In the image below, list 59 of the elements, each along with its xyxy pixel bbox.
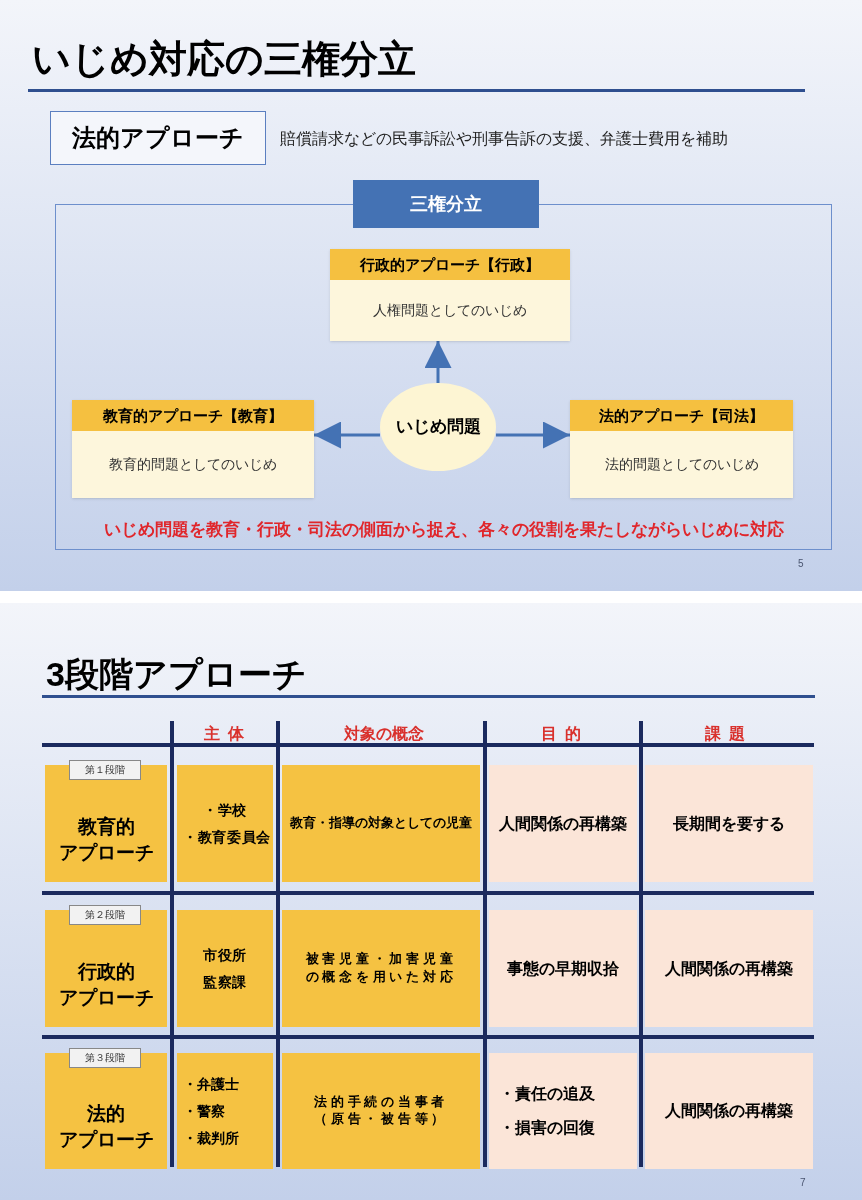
summary-note: いじめ問題を教育・行政・司法の側面から捉え、各々の役割を果たしながらいじめに対応 bbox=[102, 519, 785, 541]
cell-text: ・損害の回復 bbox=[499, 1118, 595, 1138]
page-number: 7 bbox=[800, 1176, 806, 1190]
cell-text: 法的手続の当事者（原告・被告等） bbox=[313, 1093, 449, 1128]
heading-box bbox=[50, 111, 266, 165]
slide-title: いじめ対応の三権分立 bbox=[32, 40, 416, 78]
cell-text: 教育・指導の対象としての児童 bbox=[290, 814, 472, 833]
table-cell bbox=[282, 910, 480, 1027]
approach-card bbox=[330, 249, 570, 341]
column-header: 目的 bbox=[540, 724, 590, 744]
stage-name: 法的アプローチ bbox=[57, 1102, 155, 1152]
stage-tag: 第２段階 bbox=[69, 905, 141, 925]
cell-text: 市役所 bbox=[201, 945, 249, 965]
card-body: 教育的問題としてのいじめ bbox=[108, 455, 278, 474]
cell-text: ・警察 bbox=[183, 1101, 226, 1121]
table-cell bbox=[645, 765, 813, 882]
table-cell bbox=[489, 910, 637, 1027]
cell-text: 人間関係の再構築 bbox=[665, 1101, 793, 1121]
card-heading: 教育的アプローチ【教育】 bbox=[72, 400, 314, 431]
cell-text: 長期間を要する bbox=[673, 813, 785, 834]
table-cell bbox=[645, 1053, 813, 1169]
page-number: 5 bbox=[798, 557, 804, 571]
cell-text: ・裁判所 bbox=[183, 1128, 240, 1148]
approach-card bbox=[570, 400, 793, 498]
approach-card bbox=[72, 400, 314, 498]
description-text: 賠償請求などの民事訴訟や刑事告訴の支援、弁護士費用を補助 bbox=[280, 129, 728, 149]
stage-tag: 第３段階 bbox=[69, 1048, 141, 1068]
card-body: 人権問題としてのいじめ bbox=[372, 301, 528, 320]
table-cell bbox=[177, 765, 273, 882]
table-cell bbox=[282, 765, 480, 882]
cell-text: 人間関係の再構築 bbox=[665, 958, 793, 979]
cell-text: 人間関係の再構築 bbox=[499, 813, 627, 834]
table-cell bbox=[489, 765, 637, 882]
arrow bbox=[424, 341, 452, 383]
table-cell bbox=[489, 1053, 637, 1169]
cell-text: ・責任の追及 bbox=[499, 1084, 595, 1104]
stage-name: 行政的アプローチ bbox=[57, 959, 155, 1010]
cell-text: ・弁護士 bbox=[183, 1074, 240, 1094]
stage-tag: 第１段階 bbox=[69, 760, 141, 780]
slide-title: 3段階アプローチ bbox=[46, 657, 307, 691]
cell-text: 被害児童・加害児童の概念を用いた対応 bbox=[304, 951, 458, 986]
column-header: 主体 bbox=[202, 724, 253, 744]
card-heading: 法的アプローチ【司法】 bbox=[570, 400, 793, 431]
card-heading: 行政的アプローチ【行政】 bbox=[330, 249, 570, 280]
heading-text: 法的アプローチ bbox=[72, 123, 244, 153]
arrow bbox=[496, 421, 570, 449]
stage-name: 教育的アプローチ bbox=[57, 814, 155, 865]
heading-tab: 三権分立 bbox=[353, 180, 539, 228]
card-body: 法的問題としてのいじめ bbox=[603, 455, 760, 474]
table-cell bbox=[177, 910, 273, 1027]
column-header: 対象の概念 bbox=[342, 724, 425, 744]
arrow bbox=[314, 421, 380, 449]
cell-text: 事態の早期収拾 bbox=[507, 958, 619, 979]
table-cell bbox=[645, 910, 813, 1027]
cell-text: ・学校 bbox=[201, 800, 249, 820]
cell-text: 監察課 bbox=[201, 972, 249, 992]
column-header: 課題 bbox=[704, 724, 754, 744]
table-cell bbox=[282, 1053, 480, 1169]
table-cell bbox=[177, 1053, 273, 1169]
